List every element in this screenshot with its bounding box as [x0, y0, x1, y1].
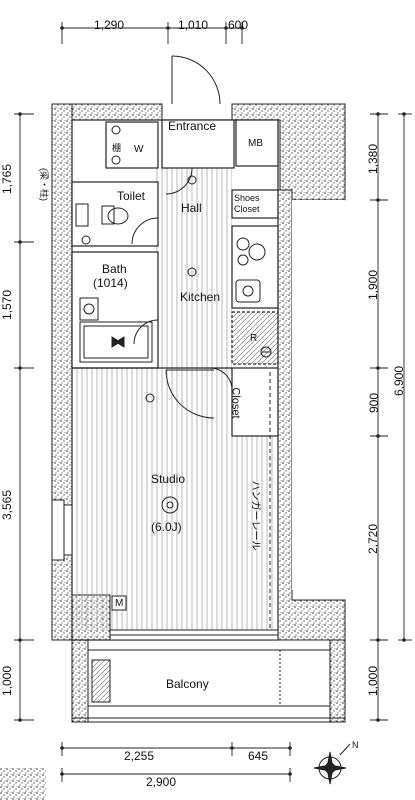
dim-left-1: 1,765	[0, 163, 15, 195]
bath-label: Bath	[102, 262, 127, 276]
dim-top-3: 600	[228, 18, 249, 32]
bath-size-label: (1014)	[93, 276, 128, 290]
washer-label: W	[134, 144, 144, 155]
kitchen-label: Kitchen	[180, 290, 221, 304]
studio-label: Studio	[151, 472, 186, 486]
refrigerator-label: R	[250, 333, 258, 344]
dim-right-5: 1,000	[366, 665, 381, 697]
pillar-note-label: (梁・柱)	[39, 168, 49, 201]
mb-label: MB	[248, 138, 263, 149]
shoes-closet-label: Shoes Closet	[234, 193, 260, 214]
hanger-rail-label: ハンガーレール	[249, 480, 261, 551]
meter-label: M	[115, 598, 124, 609]
compass-north-label: N	[352, 740, 359, 750]
dim-right-total: 6,900	[392, 365, 407, 397]
dim-bottom-2: 645	[248, 749, 269, 763]
hall-label: Hall	[181, 201, 202, 215]
toilet-label: Toilet	[117, 189, 146, 203]
studio-size-label: (6.0J)	[151, 520, 182, 534]
closet-label: Closet	[229, 387, 242, 419]
dim-bottom-total: 2,900	[146, 775, 177, 789]
shelf-mark-label: 棚	[112, 143, 122, 153]
dim-top-1: 1,290	[94, 18, 125, 32]
dim-bottom-1: 2,255	[124, 749, 155, 763]
dim-right-1: 1,380	[366, 143, 381, 175]
dim-right-3: 900	[367, 392, 382, 414]
dim-right-4: 2,720	[366, 523, 381, 555]
dim-top-2: 1,010	[178, 18, 209, 32]
dim-left-2: 1,570	[0, 289, 15, 321]
balcony-label: Balcony	[166, 677, 209, 691]
entrance-label: Entrance	[168, 119, 217, 133]
compass-rose	[313, 743, 351, 785]
dim-left-3: 3,565	[0, 489, 15, 521]
dim-right-2: 1,900	[366, 269, 381, 301]
dim-left-4: 1,000	[0, 665, 15, 697]
